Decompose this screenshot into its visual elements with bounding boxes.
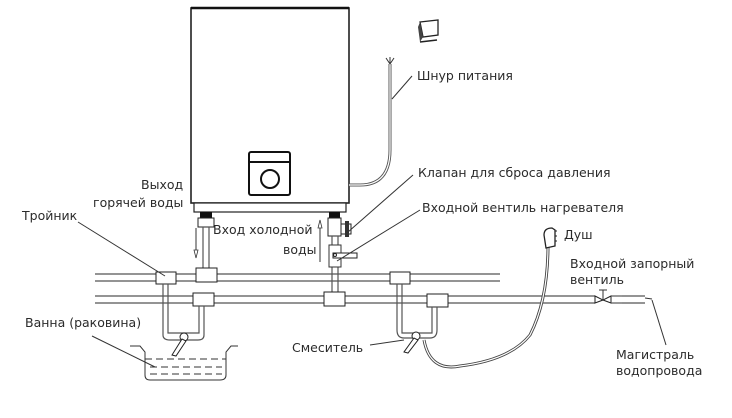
label-hot-water-outlet-line2: горячей воды bbox=[93, 195, 183, 210]
shower-head-icon bbox=[543, 227, 557, 249]
label-cold-water-inlet-line2: воды bbox=[283, 242, 317, 257]
bath-basin bbox=[130, 345, 238, 381]
pressure-relief-valve-icon bbox=[340, 221, 352, 237]
cold-water-line bbox=[95, 295, 645, 304]
shower-mixer bbox=[396, 284, 438, 354]
label-hot-water-outlet-line1: Выход bbox=[141, 177, 183, 192]
power-plug-icon bbox=[418, 19, 439, 43]
shower-hose bbox=[422, 244, 550, 369]
label-power-cord: Шнур питания bbox=[417, 68, 513, 83]
label-main-shutoff-valve-line1: Входной запорный bbox=[570, 256, 694, 271]
label-water-main-line1: Магистраль bbox=[616, 347, 694, 362]
power-cord bbox=[349, 57, 413, 187]
label-water-main-line2: водопровода bbox=[616, 363, 702, 378]
label-tee: Тройник bbox=[21, 208, 78, 223]
control-panel bbox=[248, 151, 291, 196]
bath-mixer bbox=[162, 284, 205, 357]
label-mixer: Смеситель bbox=[292, 340, 363, 355]
main-shutoff-valve-icon bbox=[594, 289, 653, 304]
label-pressure-relief-valve: Клапан для сброса давления bbox=[418, 165, 610, 180]
thermostat-knob-icon bbox=[260, 169, 280, 189]
label-bath: Ванна (раковина) bbox=[25, 315, 141, 330]
label-shower: Душ bbox=[564, 227, 593, 242]
label-cold-water-inlet-line1: Вход холодной bbox=[213, 222, 313, 237]
hot-water-outlet-pipe bbox=[193, 212, 215, 275]
label-main-shutoff-valve-line2: вентиль bbox=[570, 272, 624, 287]
label-heater-inlet-valve: Входной вентиль нагревателя bbox=[422, 200, 624, 215]
leader-lines bbox=[77, 174, 667, 368]
